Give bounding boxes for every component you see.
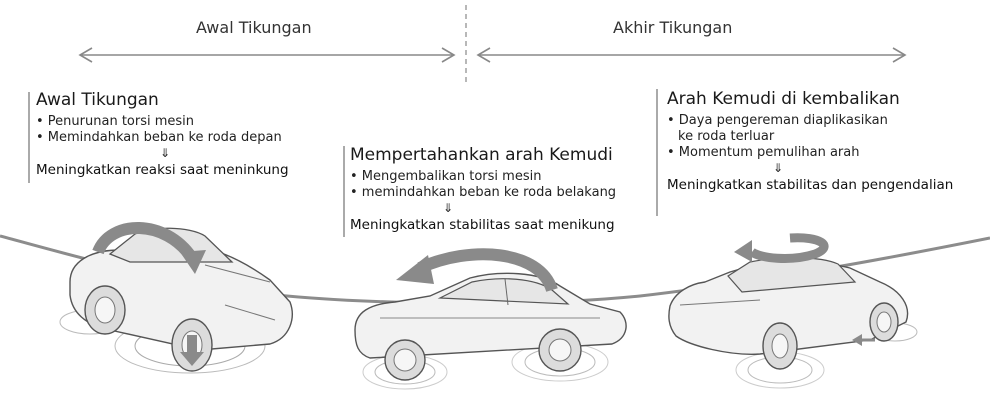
- car-middle-icon: [354, 248, 627, 390]
- phase-label-end: Akhir Tikungan: [613, 18, 733, 37]
- block-title: Arah Kemudi di kembalikan: [667, 89, 900, 109]
- block-title: Awal Tikungan: [36, 90, 159, 110]
- bullet-item: • Penurunan torsi mesin: [36, 114, 195, 129]
- bullet-item: • memindahkan beban ke roda belakang: [350, 185, 617, 200]
- block-steering-return: Arah Kemudi di kembalikan • Daya pengere…: [667, 89, 953, 193]
- bullet-item: • Daya pengereman diaplikasikan: [667, 113, 888, 128]
- car-left-icon: [59, 222, 293, 374]
- block-result: Meningkatkan stabilitas dan pengendalian: [667, 177, 954, 193]
- bullet-item: ke roda terluar: [678, 129, 775, 144]
- block-result: Meningkatkan stabilitas saat menikung: [350, 217, 615, 233]
- block-start-turn: Awal Tikungan • Penurunan torsi mesin • …: [36, 90, 289, 178]
- down-arrow-icon: ⇓: [773, 161, 784, 175]
- bullet-item: • Mengembalikan torsi mesin: [350, 169, 542, 184]
- bullet-item: • Momentum pemulihan arah: [667, 145, 860, 160]
- block-hold-steering: Mempertahankan arah Kemudi • Mengembalik…: [350, 145, 616, 233]
- down-arrow-icon: ⇓: [443, 201, 454, 215]
- phase-label-start: Awal Tikungan: [196, 18, 312, 37]
- double-arrow-end-icon: [476, 47, 907, 63]
- double-arrow-start-icon: [78, 47, 456, 63]
- block-title: Mempertahankan arah Kemudi: [350, 145, 613, 165]
- car-right-icon: [668, 233, 918, 389]
- bullet-item: • Memindahkan beban ke roda depan: [36, 130, 282, 145]
- down-arrow-icon: ⇓: [160, 146, 171, 160]
- block-result: Meningkatkan reaksi saat meninkung: [36, 162, 289, 178]
